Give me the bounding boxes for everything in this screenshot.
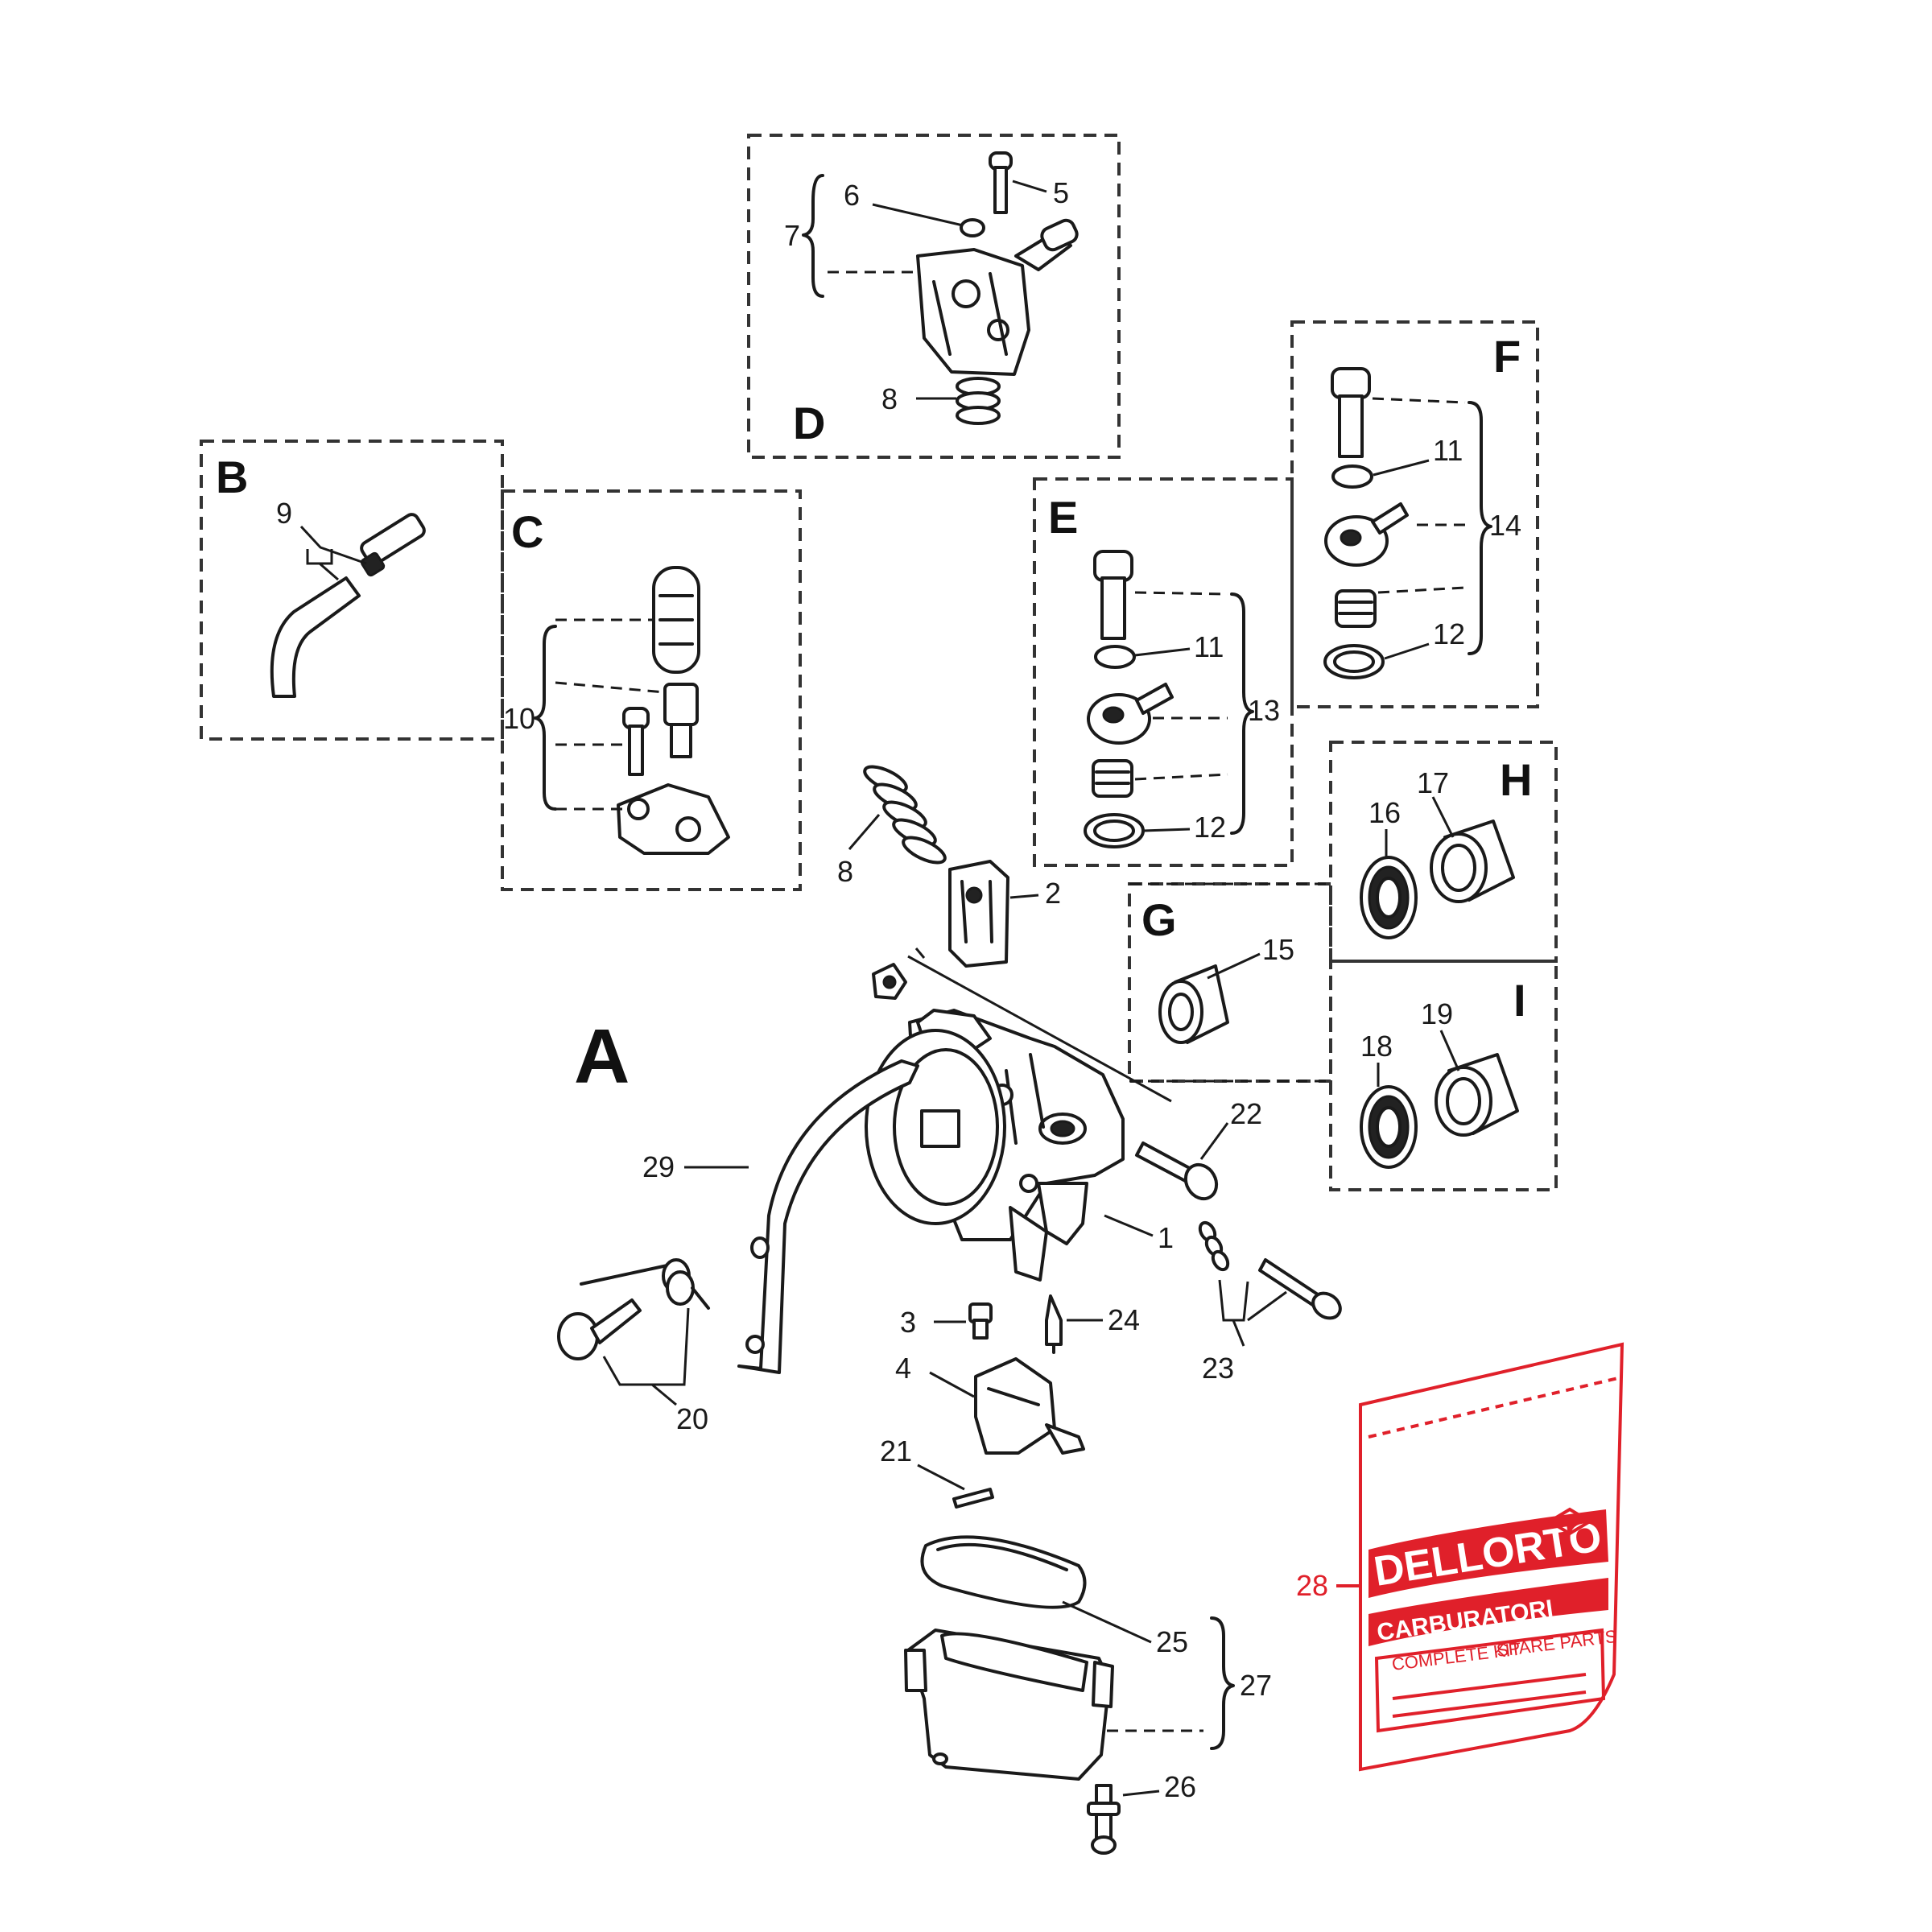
label-27: 27 — [1240, 1669, 1272, 1702]
throttle-screw-20 — [557, 1298, 642, 1360]
label-28: 28 — [1296, 1569, 1328, 1602]
choke-knob-10 — [652, 566, 700, 674]
group-label-h: H — [1500, 754, 1532, 805]
label-21: 21 — [880, 1435, 912, 1468]
label-12-e: 12 — [1194, 811, 1226, 844]
label-6: 6 — [844, 179, 860, 212]
banjo-fitting-f — [1324, 502, 1409, 567]
label-5: 5 — [1053, 176, 1069, 209]
label-1: 1 — [1158, 1221, 1174, 1254]
label-22: 22 — [1230, 1097, 1262, 1130]
main-jet-3 — [968, 1302, 993, 1340]
spring-23 — [1198, 1220, 1230, 1272]
label-15: 15 — [1262, 933, 1294, 966]
repair-kit-bag-28: DELLORTO CARBURATORI COMPLETE KIT SPARE … — [1359, 1342, 1624, 1772]
group-f-box — [1290, 320, 1539, 708]
filter-12-f — [1335, 589, 1377, 628]
needle-valve-24 — [1045, 1294, 1063, 1354]
brace-10 — [534, 625, 557, 811]
group-label-i: I — [1513, 975, 1526, 1026]
banjo-fitting-e — [1087, 683, 1174, 745]
fuel-fitting-9 — [360, 513, 426, 577]
label-4: 4 — [895, 1352, 911, 1385]
idle-screw-23 — [1258, 1258, 1342, 1320]
label-14: 14 — [1489, 509, 1521, 542]
label-11-f: 11 — [1433, 434, 1463, 467]
banjo-bolt-e — [1093, 550, 1133, 640]
label-29: 29 — [642, 1150, 675, 1183]
group-label-a: A — [574, 1013, 630, 1100]
seal-18 — [1360, 1085, 1418, 1169]
label-20: 20 — [676, 1402, 708, 1435]
bag-line4-text: SPARE PARTS — [1496, 1626, 1618, 1661]
brace-27 — [1210, 1616, 1235, 1750]
washer-6 — [960, 218, 985, 237]
group-c-box — [501, 489, 802, 891]
label-26: 26 — [1164, 1770, 1196, 1803]
spring-8-left — [863, 765, 947, 865]
screw-22 — [1135, 1141, 1219, 1201]
label-3: 3 — [900, 1306, 916, 1339]
label-19: 19 — [1421, 997, 1453, 1030]
float-valve-body-10 — [617, 783, 730, 855]
brace-7 — [802, 174, 824, 298]
intake-bell — [865, 1029, 1006, 1225]
float-4 — [974, 1357, 1085, 1455]
sleeve-19 — [1435, 1053, 1519, 1137]
label-8-left: 8 — [837, 855, 853, 888]
torsion-spring-20 — [580, 1258, 710, 1310]
group-b-box — [200, 440, 504, 741]
group-label-b: B — [216, 452, 248, 502]
group-label-g: G — [1141, 894, 1177, 945]
bowl-gasket-25 — [920, 1535, 1087, 1609]
washer-11-e — [1094, 645, 1136, 669]
banjo-bolt-f — [1331, 367, 1371, 458]
group-label-e: E — [1048, 492, 1078, 543]
group-i-box — [1329, 960, 1558, 1191]
label-7: 7 — [784, 219, 800, 252]
label-25: 25 — [1156, 1625, 1188, 1658]
sleeve-17 — [1430, 819, 1515, 903]
brace-14 — [1468, 401, 1492, 655]
spring-8-top — [956, 377, 1001, 425]
label-24: 24 — [1108, 1303, 1140, 1336]
float-pin-21 — [952, 1488, 994, 1509]
group-label-c: C — [511, 506, 543, 557]
drain-screw-26 — [1087, 1784, 1121, 1855]
group-d-box — [747, 134, 1121, 459]
filter-12-e — [1092, 759, 1133, 798]
choke-screw-5 — [989, 151, 1013, 214]
label-23: 23 — [1202, 1352, 1234, 1385]
screw-10 — [622, 707, 650, 776]
group-label-f: F — [1493, 331, 1521, 382]
group-label-d: D — [793, 398, 825, 448]
label-2: 2 — [1045, 877, 1061, 910]
fuel-hose-9 — [270, 576, 361, 698]
seal-16 — [1360, 856, 1418, 939]
label-13: 13 — [1248, 694, 1280, 727]
nut-10 — [663, 683, 699, 758]
label-17: 17 — [1417, 766, 1449, 799]
cap-nut — [872, 963, 907, 1000]
label-9: 9 — [276, 497, 292, 530]
choke-lever-body — [916, 218, 1079, 376]
label-10: 10 — [503, 702, 535, 735]
throttle-slide-2 — [948, 860, 1009, 968]
washer-11-f — [1331, 464, 1373, 489]
float-bowl-27 — [904, 1629, 1114, 1781]
label-16: 16 — [1368, 796, 1401, 829]
label-8-top: 8 — [881, 382, 898, 415]
clamp-strap-29 — [737, 1059, 919, 1374]
label-11-e: 11 — [1194, 630, 1224, 663]
sleeve-15 — [1158, 964, 1229, 1044]
label-18: 18 — [1360, 1030, 1393, 1063]
brace-13 — [1230, 592, 1254, 835]
label-12-f: 12 — [1433, 617, 1465, 650]
